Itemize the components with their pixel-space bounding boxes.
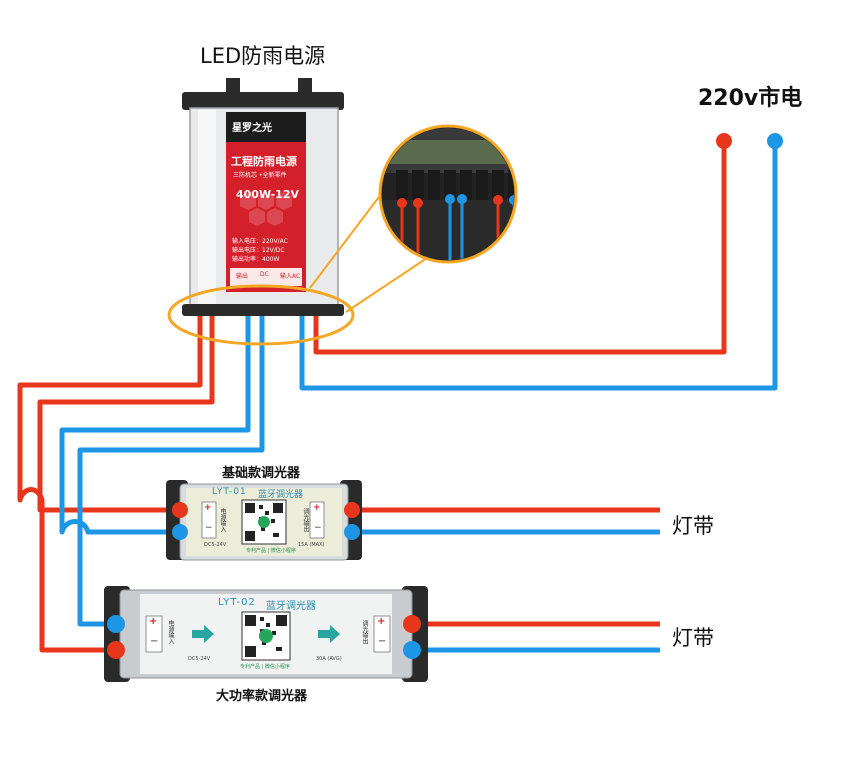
strip-1-label: 灯带 [672,514,714,538]
basic-output-minus: − [314,523,322,533]
psu-positive-wire-2 [37,312,215,513]
psu-spec-input: 输入电压：220V/AC [232,238,288,245]
terminal-highlight-ring [167,284,355,346]
big-output-spec: 30A (AVG) [316,656,342,662]
big-input-spec: DC5-24V [188,656,211,662]
basic-dimmer-label: 基础款调光器 [222,466,301,481]
basic-dimmer-footer: 专利产品 | 微信小程序 [246,548,296,554]
big-dimmer-footer: 专利产品 | 微信小程序 [240,664,290,670]
psu-subtitle: 三防机芯 •全新零件 [233,172,287,179]
mains-live-terminal [716,133,732,149]
big-input-minus: − [150,636,159,647]
psu-negative-wire-2 [77,312,265,627]
basic-dimmer-name: 蓝牙调光器 [258,490,304,500]
psu-product-title: 工程防雨电源 [231,155,297,168]
big-output-plus: + [377,616,386,627]
basic-dimmer-unit [166,480,362,561]
mains-neutral-wire [299,142,778,391]
psu-model: 400W-12V [236,188,299,201]
basic-output-spec: 15A (MAX) [298,542,325,548]
strip-2-label: 灯带 [672,626,714,650]
big-dimmer-model: LYT-02 [218,597,256,608]
psu-title: LED防雨电源 [200,44,326,68]
basic-input-spec: DC5-24V [204,542,227,548]
high-power-dimmer-label: 大功率款调光器 [216,689,308,704]
basic-input-plus: + [204,503,212,513]
big-output-label: 调光输出 [361,620,368,644]
mains-live-wire [313,142,727,355]
psu-spec-output: 输出电压：12V/DC [232,247,285,254]
high-power-dimmer-unit [104,586,428,682]
big-input-label: 电源输入 [167,620,174,644]
basic-output-plus: + [313,503,321,513]
big-input-plus: + [149,616,158,627]
psu-terminal-dc: DC [260,271,269,278]
psu-spec-power: 输出功率：400W [232,256,280,263]
psu-brand: 星罗之光 [232,123,272,134]
big-output-minus: − [378,636,387,647]
big-dimmer-name: 蓝牙调光器 [266,601,316,612]
psu-terminal-out: 输出 [236,273,249,280]
basic-output-label: 调光输出 [302,508,309,532]
psu-terminal-in: 输入AC [280,273,301,280]
mains-label: 220v市电 [698,86,803,111]
basic-dimmer-model: LYT-01 [212,487,247,497]
mains-neutral-terminal [767,133,783,149]
psu-negative-wire-1 [59,312,251,535]
terminal-zoom-view [378,124,518,264]
basic-input-minus: − [205,523,213,533]
power-supply-unit [182,78,344,316]
basic-input-label: 电源输入 [219,508,226,532]
